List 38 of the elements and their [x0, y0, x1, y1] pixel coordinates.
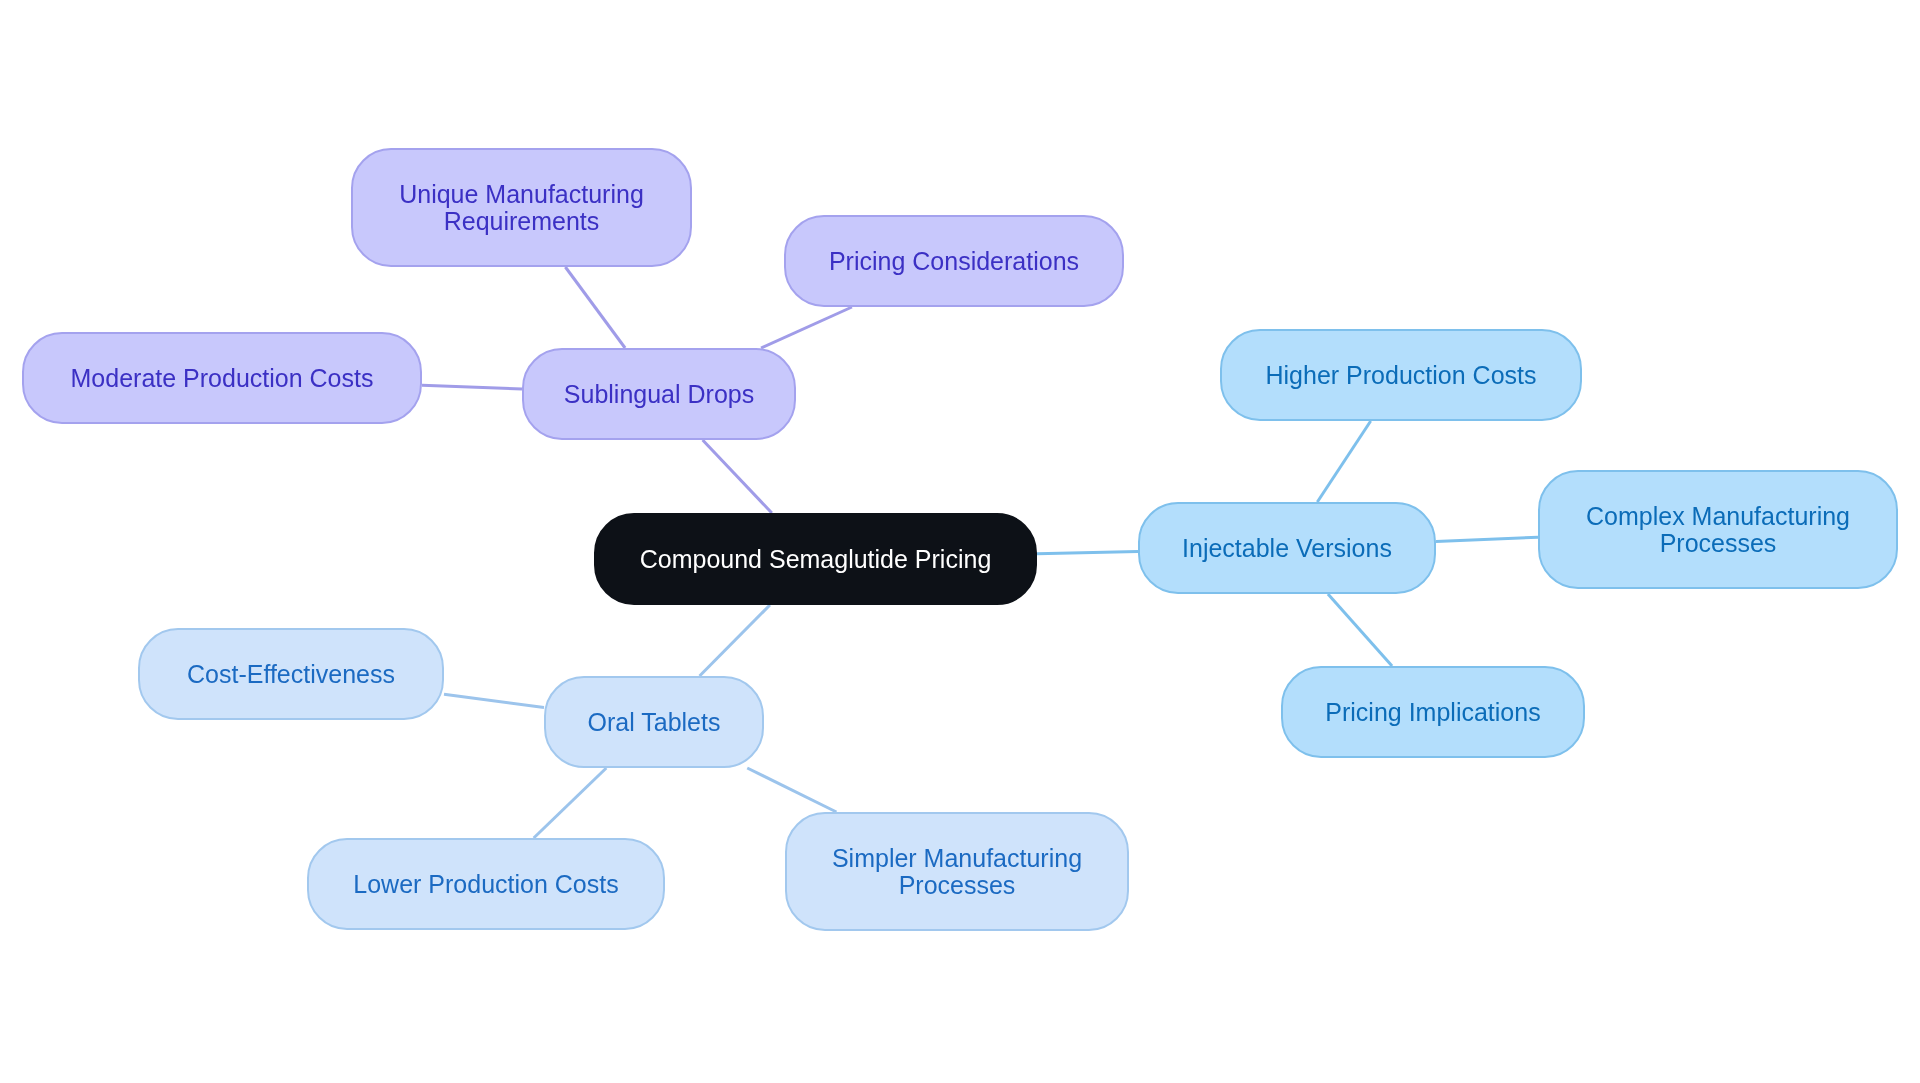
connector-line	[698, 603, 771, 678]
connector-line	[1326, 593, 1394, 667]
node-label: Compound Semaglutide Pricing	[639, 545, 992, 573]
topic-node	[138, 628, 444, 720]
topic-node	[22, 332, 422, 424]
topic-node	[307, 838, 665, 930]
node-label: Unique Manufacturing Requirements	[398, 180, 645, 235]
topic-node	[1138, 502, 1436, 594]
topic-node	[351, 148, 692, 267]
node-label: Sublingual Drops	[563, 380, 755, 408]
topic-node	[784, 215, 1124, 307]
connector-line	[532, 766, 608, 840]
connector-line	[701, 438, 773, 515]
connector-line	[421, 383, 523, 391]
node-label: Lower Production Costs	[353, 870, 619, 898]
connector-line	[443, 692, 545, 709]
topic-node	[522, 348, 796, 440]
node-label: Cost-Effectiveness	[187, 660, 395, 688]
node-label: Pricing Considerations	[828, 247, 1080, 275]
topic-node	[544, 676, 764, 768]
node-label: Moderate Production Costs	[70, 364, 374, 392]
connector-line	[1036, 550, 1139, 556]
node-label: Simpler Manufacturing Processes	[830, 844, 1084, 899]
topic-node	[1220, 329, 1582, 421]
connector-line	[564, 266, 627, 349]
connector-line	[1316, 420, 1372, 503]
connector-line	[746, 766, 838, 814]
topic-node	[1281, 666, 1585, 758]
node-label: Complex Manufacturing Processes	[1585, 502, 1851, 557]
node-label: Pricing Implications	[1325, 698, 1541, 726]
connector-line	[1435, 535, 1539, 544]
node-label: Higher Production Costs	[1265, 361, 1537, 389]
connector-line	[760, 305, 853, 350]
central-topic-node	[594, 513, 1037, 605]
topic-node	[1538, 470, 1898, 589]
node-label: Injectable Versions	[1182, 534, 1392, 562]
topic-node	[785, 812, 1129, 931]
node-label: Oral Tablets	[587, 708, 721, 736]
